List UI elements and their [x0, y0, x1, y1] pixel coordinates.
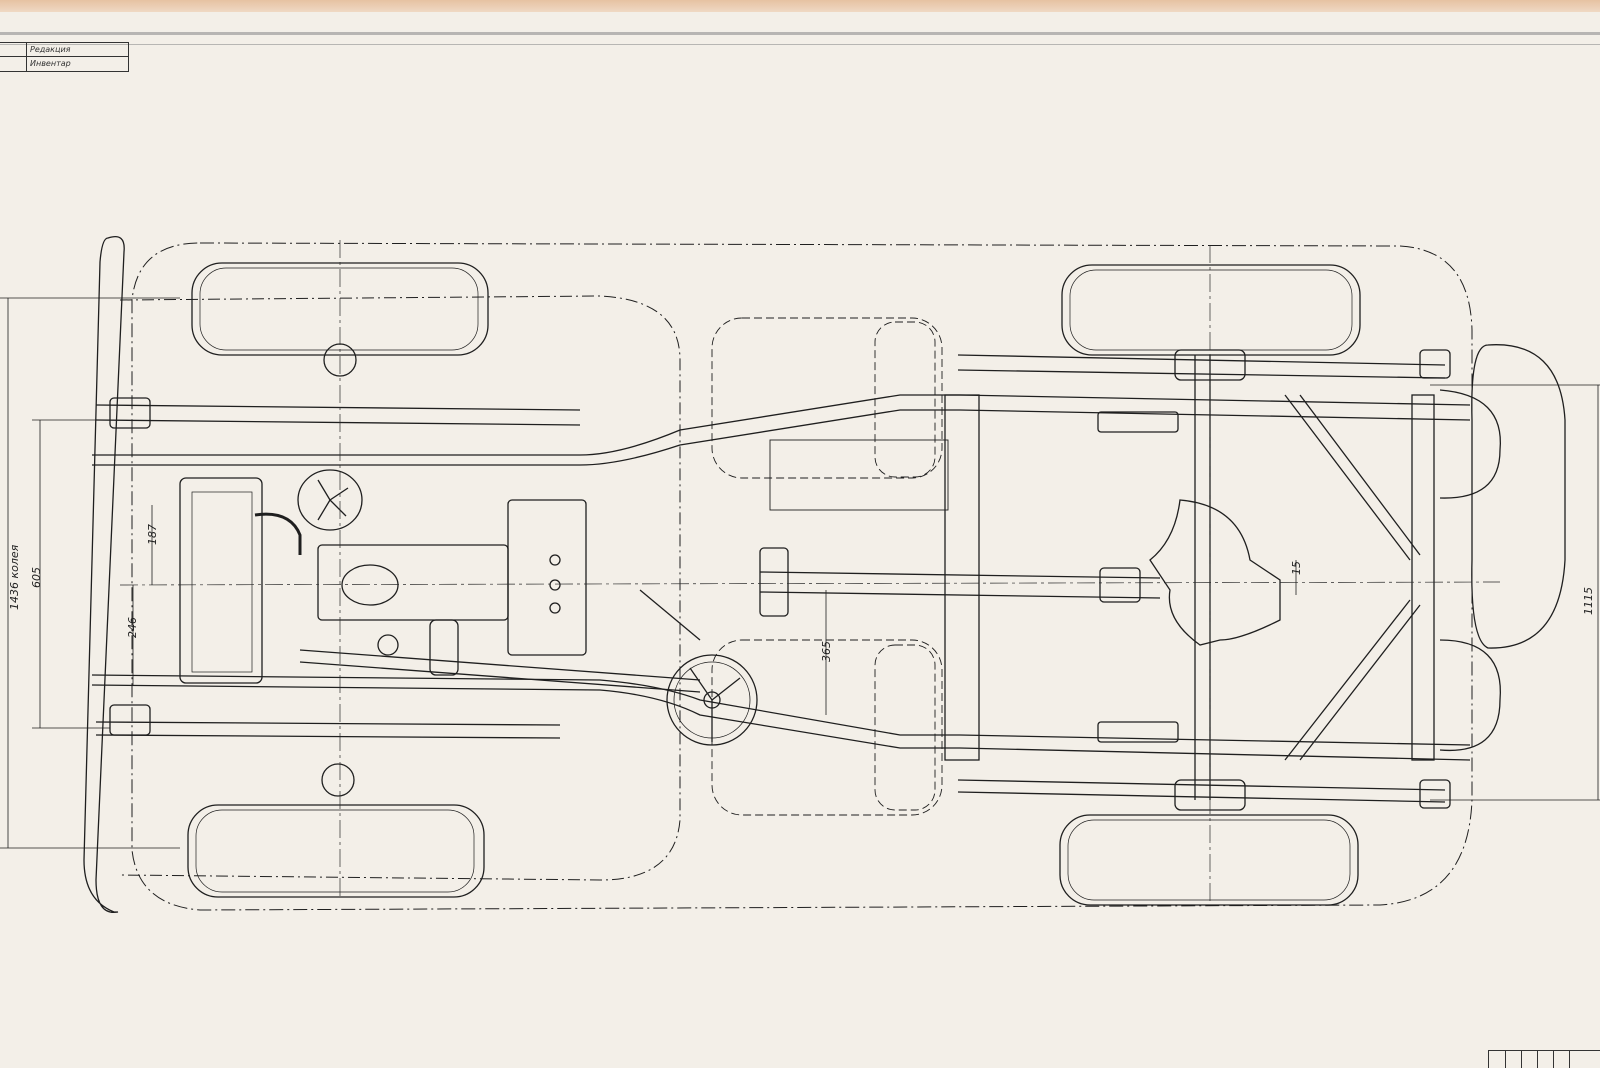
sheet-border-line: [0, 44, 1600, 45]
title-block-corner: [1488, 1050, 1600, 1068]
air-cleaner: [341, 564, 399, 606]
differential-housing: [1149, 499, 1281, 646]
rear-spring-left: [957, 354, 1446, 366]
rear-left-wheel: [1061, 264, 1361, 356]
seat-cushion-right: [874, 644, 936, 811]
bumper-bracket-top: [1439, 389, 1501, 499]
fan-pulley: [297, 469, 363, 531]
brace-diag-4: [1299, 604, 1421, 761]
gearbox-bolt-1: [549, 554, 561, 566]
brace-diag-2: [1299, 394, 1421, 556]
rear-left-wheel-inner: [1069, 269, 1353, 351]
fan-blade-2: [329, 487, 349, 501]
hood-outline: [119, 295, 681, 881]
frame-rail-left: [92, 394, 1471, 456]
dim-365-label: 365: [820, 641, 833, 662]
title-block-divider: [1569, 1051, 1570, 1068]
front-bumper: [83, 235, 125, 914]
front-right-shock: [109, 704, 151, 736]
propeller-shaft-bottom: [759, 591, 1161, 599]
steering-rod: [299, 649, 701, 681]
bumper-bracket-bottom: [1439, 639, 1501, 752]
dim-605-label: 605: [30, 567, 43, 588]
front-seat-right: [711, 639, 943, 816]
body-outline: [131, 242, 1473, 911]
frame-rail-left-inner: [92, 409, 1471, 466]
fan-blade-1: [317, 479, 331, 501]
brace-diag-1: [1284, 394, 1411, 561]
universal-joint-rear: [1099, 567, 1141, 603]
spare-wheel: [1471, 344, 1566, 649]
front-right-wheel: [187, 804, 485, 898]
front-left-wheel-inner: [199, 267, 479, 351]
rear-spring-left-b: [957, 369, 1446, 379]
longitudinal-centerline: [119, 581, 1501, 586]
front-right-knuckle: [321, 763, 355, 797]
frame-rail-right-inner: [91, 674, 1471, 746]
seat-cushion-left: [874, 321, 936, 478]
universal-joint-front: [759, 547, 789, 617]
fan-blade-4: [329, 499, 347, 517]
radiator-hose: [254, 512, 302, 555]
stamp-row-inventory: Инвентар: [30, 59, 71, 68]
rear-spring-right-b: [957, 791, 1446, 803]
pressure-gauge: [377, 634, 399, 656]
dim-15-label: 15: [1290, 561, 1303, 575]
stamp-row-revision: Редакция: [0, 43, 128, 57]
steering-spoke-2: [711, 677, 741, 701]
dim-187-label: 187: [146, 524, 159, 545]
steering-rod-b: [299, 661, 701, 693]
center-crossmember: [944, 394, 980, 761]
title-block-divider: [1521, 1051, 1522, 1068]
rear-spring-hanger-top: [1419, 349, 1451, 379]
steering-spoke-1: [689, 667, 713, 701]
propeller-shaft-top: [759, 571, 1161, 579]
dim-1115-label: 1115: [1582, 587, 1595, 615]
dim-1436-label: 1436 колея: [8, 544, 21, 610]
rear-right-shock: [1097, 721, 1179, 743]
front-axle-lower: [95, 419, 581, 426]
rear-left-shock: [1097, 411, 1179, 433]
radiator: [179, 477, 263, 684]
rear-spring-right: [957, 779, 1446, 791]
rear-crossmember: [1411, 394, 1435, 761]
gearbox-bolt-2: [549, 579, 561, 591]
steering-column: [639, 589, 701, 641]
front-axle-spring-upper: [95, 721, 561, 726]
frame-rail-right: [91, 684, 1471, 761]
fan-blade-3: [317, 499, 331, 521]
rear-spring-hanger-bottom: [1419, 779, 1451, 809]
dim-246-label: 246: [126, 617, 139, 638]
title-block-divider: [1505, 1051, 1506, 1068]
rear-right-wheel-inner: [1067, 819, 1351, 901]
front-right-wheel-inner: [195, 809, 475, 893]
gearbox-bolt-3: [549, 602, 561, 614]
paper-top-edge: [0, 0, 1600, 12]
front-left-shock: [109, 397, 151, 429]
title-block-divider: [1553, 1051, 1554, 1068]
battery: [769, 439, 949, 511]
radiator-core: [191, 491, 253, 673]
title-block-divider: [1537, 1051, 1538, 1068]
gearbox: [507, 499, 587, 656]
rear-right-wheel: [1059, 814, 1359, 906]
front-axle-upper: [95, 404, 581, 411]
brace-diag-3: [1284, 599, 1411, 761]
revision-stamp: Редакция Инвентар: [0, 42, 129, 72]
front-axle-spring-lower: [95, 734, 561, 739]
sheet-border-top: [0, 32, 1600, 35]
stamp-divider: [26, 43, 27, 71]
engine-block: [317, 544, 509, 621]
front-seat-left: [711, 317, 943, 479]
fuel-pump: [429, 619, 459, 676]
